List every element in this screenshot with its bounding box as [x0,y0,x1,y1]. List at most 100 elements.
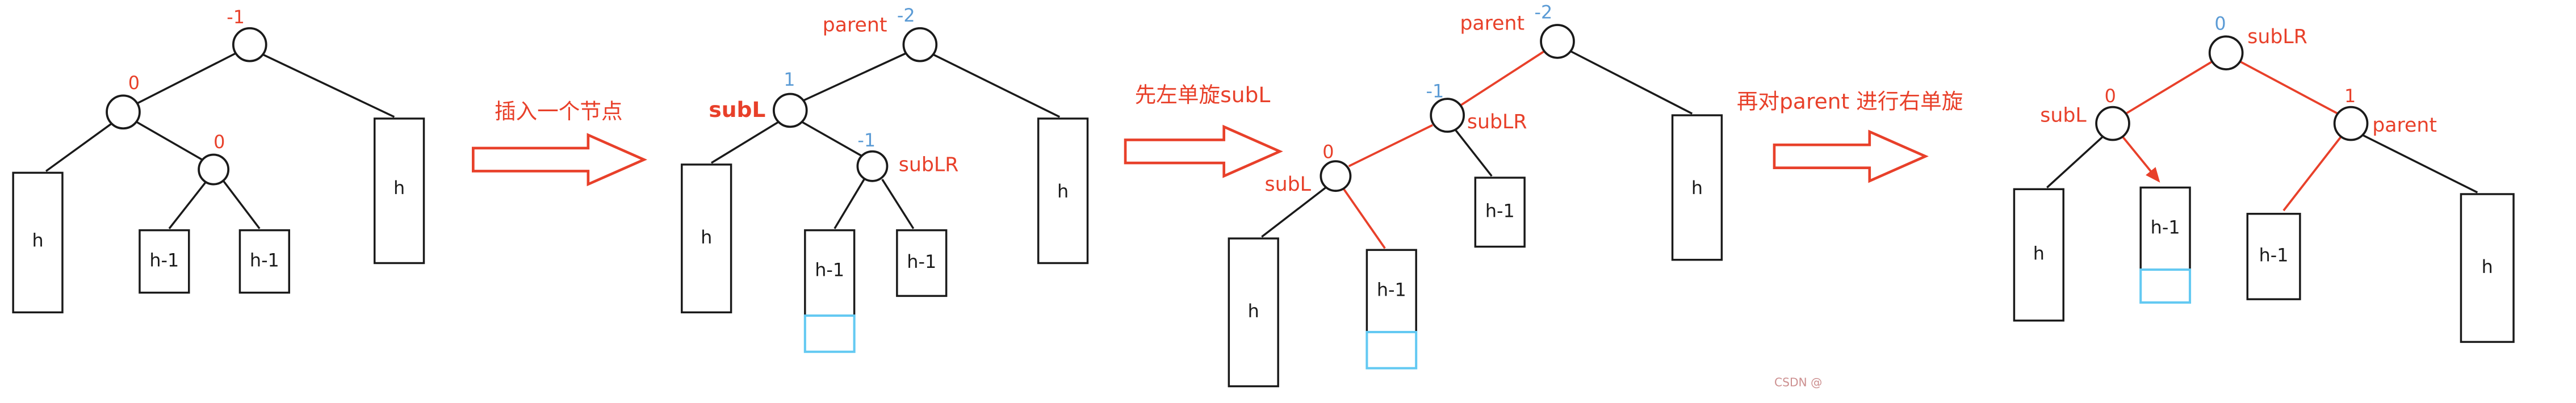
tree3-subtree-box-h-left [1228,237,1279,388]
block-arrow-right-icon [1124,124,1283,178]
tree2-inserted-node-box [803,314,856,353]
tree1-edge-inner-right [223,180,261,229]
tree4-subtree-box-h-left [2013,188,2064,322]
tree4-sublr-balance-factor: 0 [2214,13,2226,35]
step-arrow-left-rotate-label: 先左单旋subL [1135,82,1271,107]
tree4-subtree-label-h1-left: h-1 [2151,216,2180,238]
tree1-edge-root-left [136,52,237,105]
tree4-sublr-node [2208,35,2244,70]
tree3-inserted-node-box [1366,331,1418,370]
tree2-edge-sublr-right [881,179,915,229]
tree2-edge-subl-sublr [801,121,863,157]
tree3-parent-node [1540,24,1575,59]
tree3-edge-sublr-h1 [1455,129,1493,177]
block-arrow-right-icon [472,133,647,187]
tree1-subtree-label-h-right: h [393,177,405,199]
tree4-subl-name-label: subL [2040,104,2087,127]
tree4-parent-balance-factor: 1 [2344,85,2356,107]
tree2-subtree-box-h-right [1037,117,1089,265]
tree1-subtree-box-h1-left [139,229,190,294]
tree1-subtree-label-h1-left: h-1 [149,249,179,271]
step-arrow-left-rotate: 先左单旋subL [1124,82,1283,178]
tree2-after-insert: parent -2 subL 1 subLR -1 h h-1 h-1 h [681,5,1089,353]
tree3-edge-sublr-subl-red [1348,124,1433,167]
tree2-edge-parent-subl [803,52,907,102]
tree2-subtree-label-h-right: h [1057,180,1069,202]
tree3-subtree-label-h-right: h [1691,177,1703,199]
tree1-root-node [232,27,267,62]
tree2-subtree-box-h1-right [896,229,948,297]
tree2-parent-name-label: parent [823,14,887,37]
tree3-parent-name-label: parent [1460,12,1524,35]
tree2-edge-sublr-left [833,179,865,229]
tree2-subtree-box-h-left [681,163,732,314]
tree4-subtree-box-h1-right [2246,212,2301,300]
tree1-edge-root-right [262,53,395,118]
tree1-inner-balance-factor: 0 [213,131,225,153]
tree2-sublr-node [856,150,889,182]
tree2-sublr-balance-factor: -1 [857,129,876,151]
tree1-subtree-label-h-left: h [32,230,43,251]
tree2-subl-name-label: subL [709,97,765,122]
tree2-subtree-label-h1-left: h-1 [815,259,844,281]
csdn-watermark: CSDN @ [1774,376,1822,389]
tree4-subtree-box-h-right [2460,193,2515,343]
tree3-after-left-rotation: parent -2 subLR -1 subL 0 h h-1 h-1 h [1228,1,1723,388]
tree1-initial: -1 0 0 h h-1 h-1 h [12,6,425,314]
tree4-subl-balance-factor: 0 [2105,85,2116,107]
tree2-subl-node [772,93,808,128]
tree4-edge-sublr-subl-red [2125,60,2214,115]
tree4-parent-name-label: parent [2372,114,2437,137]
tree3-sublr-node [1430,98,1465,133]
tree4-subtree-label-h1-right: h-1 [2259,245,2289,266]
tree2-subtree-label-h1-right: h-1 [907,251,936,272]
tree3-edge-parent-sublr-red [1460,50,1545,107]
tree4-subtree-box-h1-left [2139,186,2191,271]
tree3-subtree-label-h-left: h [1248,300,1259,322]
tree3-subtree-box-h1-right [1474,177,1526,248]
tree4-inserted-node-box [2139,268,2192,304]
tree1-edge-inner-left [168,182,207,229]
tree3-parent-balance-factor: -2 [1535,1,1553,23]
tree2-parent-node [902,27,938,62]
tree3-subtree-box-h-right [1671,114,1723,261]
tree3-subl-balance-factor: 0 [1322,141,1334,162]
tree1-subtree-box-h-right [373,117,425,265]
tree4-edge-sublr-parent-red [2238,60,2339,115]
tree3-subtree-label-h1-mid: h-1 [1377,279,1406,300]
tree4-parent-node [2333,106,2369,141]
tree3-sublr-balance-factor: -1 [1426,80,1444,102]
tree1-inner-node [198,153,230,186]
tree4-edge-subl-h1-red-arrow [2121,136,2160,183]
tree4-subtree-label-h-right: h [2482,256,2493,278]
tree2-edge-subl-h [710,121,780,164]
step-arrow-insert-label: 插入一个节点 [495,99,623,124]
step-arrow-right-rotate: 再对parent 进行右单旋 [1737,89,1963,183]
tree1-edge-left-h [45,123,112,172]
tree4-edge-parent-h1-red [2282,136,2342,212]
step-arrow-insert: 插入一个节点 [472,99,647,187]
tree3-subl-node [1320,160,1352,192]
tree3-subtree-label-h1-right: h-1 [1485,200,1515,221]
tree3-edge-parent-h [1570,50,1693,115]
tree3-subl-name-label: subL [1265,173,1312,196]
tree1-left-node [106,94,141,130]
tree2-subl-balance-factor: 1 [784,69,795,90]
tree4-sublr-name-label: subLR [2247,26,2307,48]
tree2-edge-parent-h [932,53,1061,118]
tree2-parent-balance-factor: -2 [897,5,915,26]
tree2-sublr-name-label: subLR [899,153,959,176]
tree4-after-right-rotation: 0 subLR 0 subL 1 parent h h-1 h-1 h [2013,13,2515,343]
step-arrow-right-rotate-label: 再对parent 进行右单旋 [1737,89,1963,114]
tree3-subtree-box-h1-mid [1366,249,1417,333]
tree1-subtree-box-h1-right [238,229,290,294]
tree4-subtree-label-h-left: h [2033,243,2045,265]
block-arrow-right-icon [1773,129,1929,183]
tree4-edge-subl-h [2046,136,2104,188]
tree4-edge-parent-h [2362,134,2478,194]
tree1-edge-left-inner [136,121,203,161]
tree1-subtree-label-h1-right: h-1 [250,249,279,271]
tree1-subtree-box-h-left [12,171,64,314]
tree3-sublr-name-label: subLR [1467,111,1527,133]
